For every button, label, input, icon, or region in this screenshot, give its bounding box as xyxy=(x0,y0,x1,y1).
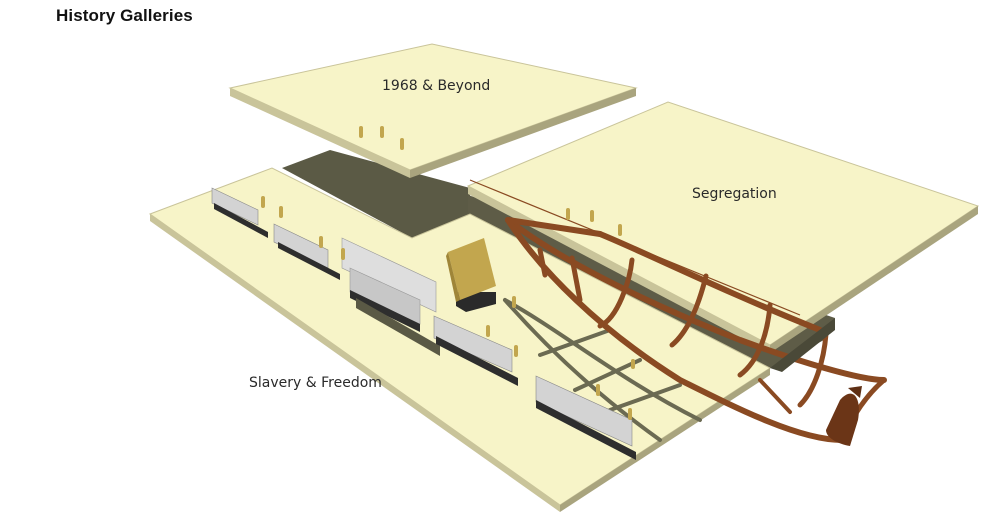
gallery-label-1968: 1968 & Beyond xyxy=(382,78,490,94)
gallery-label-segregation: Segregation xyxy=(692,186,777,202)
gallery-label-slavery-freedom: Slavery & Freedom xyxy=(249,375,382,391)
ship-stern xyxy=(826,386,862,446)
page-title: History Galleries xyxy=(56,6,193,26)
